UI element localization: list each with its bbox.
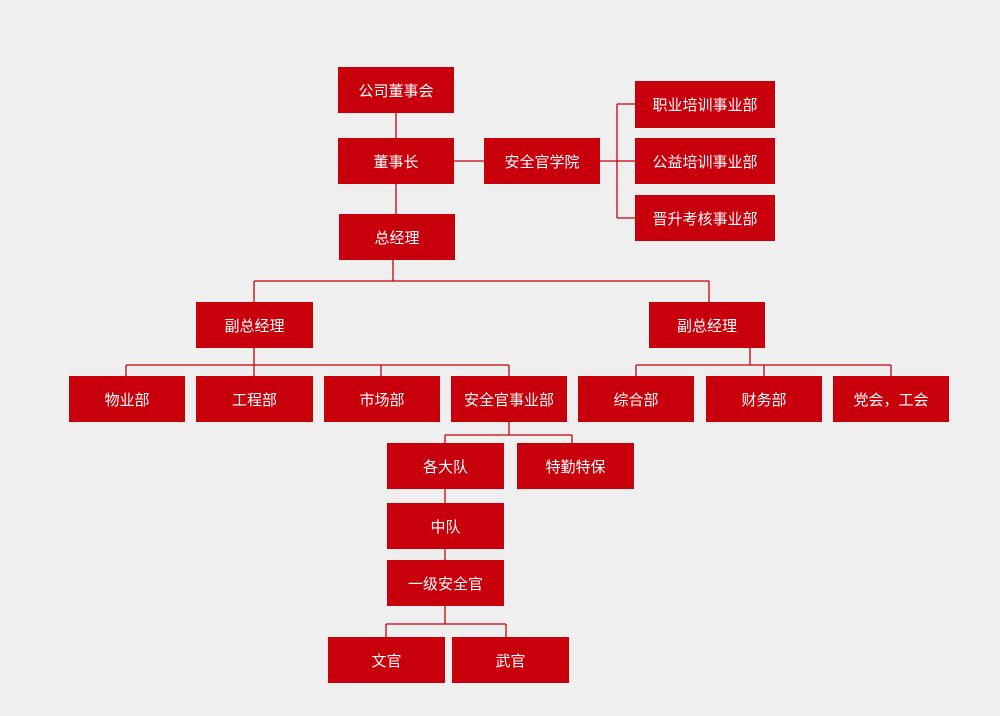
- node-vocational-training: 职业培训事业部: [635, 81, 775, 128]
- node-public-training: 公益培训事业部: [635, 138, 775, 184]
- node-property: 物业部: [69, 376, 185, 422]
- node-marketing: 市场部: [324, 376, 440, 422]
- node-chairman: 董事长: [338, 138, 454, 184]
- node-vp-right: 副总经理: [649, 302, 765, 348]
- node-finance: 财务部: [706, 376, 822, 422]
- node-security-division: 安全官事业部: [451, 376, 567, 422]
- node-vp-left: 副总经理: [196, 302, 313, 348]
- node-general-manager: 总经理: [339, 214, 455, 260]
- node-squadron: 中队: [387, 503, 504, 549]
- connector: [125, 348, 510, 376]
- node-academy: 安全官学院: [484, 138, 600, 184]
- node-special-guard: 特勤特保: [517, 443, 634, 489]
- connector: [253, 260, 710, 302]
- connector: [635, 348, 892, 376]
- node-general-affairs: 综合部: [578, 376, 694, 422]
- node-senior-officer: 一级安全官: [387, 560, 504, 606]
- node-promotion-assessment: 晋升考核事业部: [635, 195, 775, 241]
- connector: [444, 422, 573, 443]
- node-brigades: 各大队: [387, 443, 504, 489]
- node-party-union: 党会，工会: [833, 376, 949, 422]
- node-civil-officer: 文官: [328, 637, 445, 683]
- connector: [454, 103, 635, 219]
- node-board: 公司董事会: [338, 67, 454, 113]
- node-military-officer: 武官: [452, 637, 569, 683]
- connector: [385, 489, 507, 637]
- node-engineering: 工程部: [196, 376, 313, 422]
